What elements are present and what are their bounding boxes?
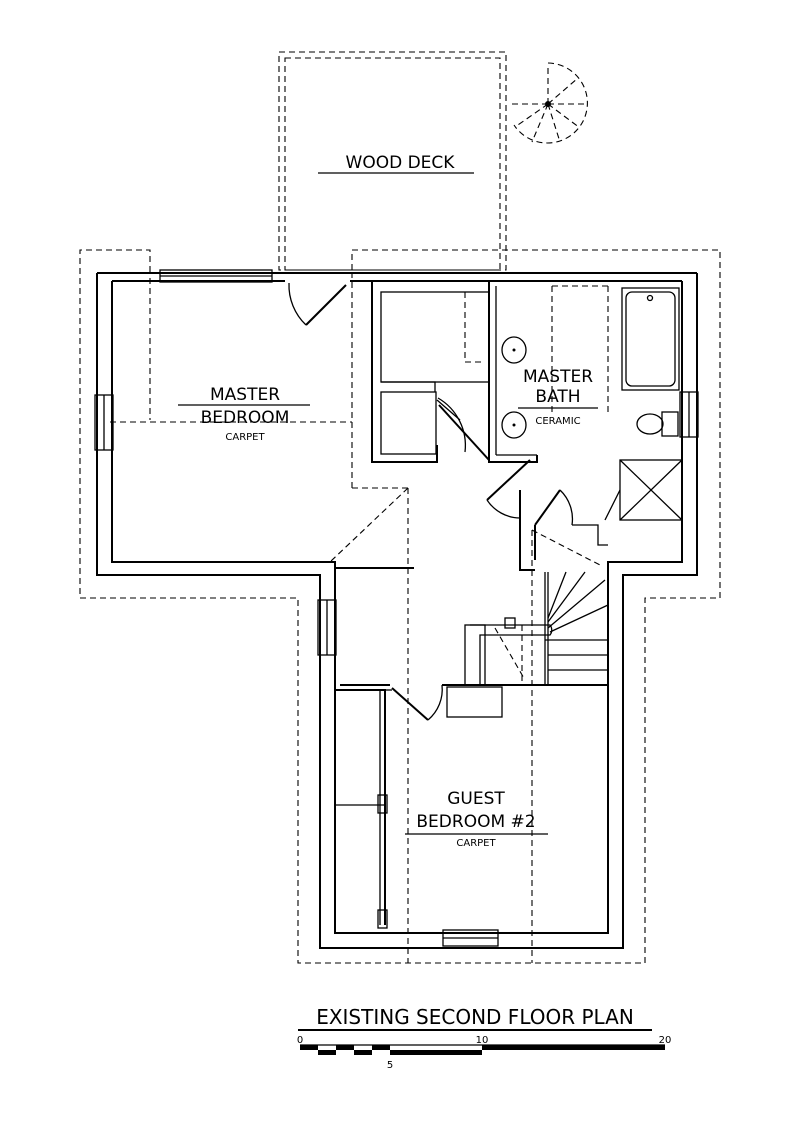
- floor-finish-master-bath: CERAMIC: [535, 416, 580, 427]
- room-label-master-bath: MASTER: [523, 367, 593, 387]
- scale-label-20: 20: [659, 1035, 672, 1046]
- room-label-guest-bedroom: GUEST: [447, 789, 505, 809]
- interior-doors: [391, 397, 574, 721]
- scale-label-10: 10: [476, 1035, 489, 1046]
- floor-finish-guest-bedroom: CARPET: [456, 838, 496, 849]
- windows: [94, 269, 699, 947]
- room-label-master-bedroom: MASTER: [210, 385, 280, 405]
- bath-fixtures: [501, 287, 683, 521]
- room-label-master-bedroom-2: BEDROOM: [201, 408, 290, 428]
- scale-label-5: 5: [387, 1060, 393, 1071]
- stairs: [470, 571, 609, 685]
- room-label-master-bath-2: BATH: [535, 387, 580, 407]
- plan-title: EXISTING SECOND FLOOR PLAN: [316, 1005, 634, 1029]
- scale-label-0: 0: [297, 1035, 303, 1046]
- scale-bar: 0 5 10 20: [297, 1035, 672, 1071]
- room-label-wood-deck: WOOD DECK: [346, 153, 456, 173]
- interior-walls: [335, 281, 608, 929]
- floor-finish-master-bedroom: CARPET: [225, 432, 265, 443]
- plan-title-block: EXISTING SECOND FLOOR PLAN 0 5 10 20: [297, 1005, 672, 1071]
- deck-door: [288, 282, 347, 326]
- exterior-walls: [96, 272, 698, 949]
- room-labels: WOOD DECK MASTER BEDROOM CARPET MASTER B…: [178, 153, 598, 849]
- room-label-guest-bedroom-2: BEDROOM #2: [416, 812, 535, 832]
- spiral-stair: [510, 62, 588, 144]
- wood-deck: [278, 51, 507, 271]
- roof-outline: [79, 249, 721, 964]
